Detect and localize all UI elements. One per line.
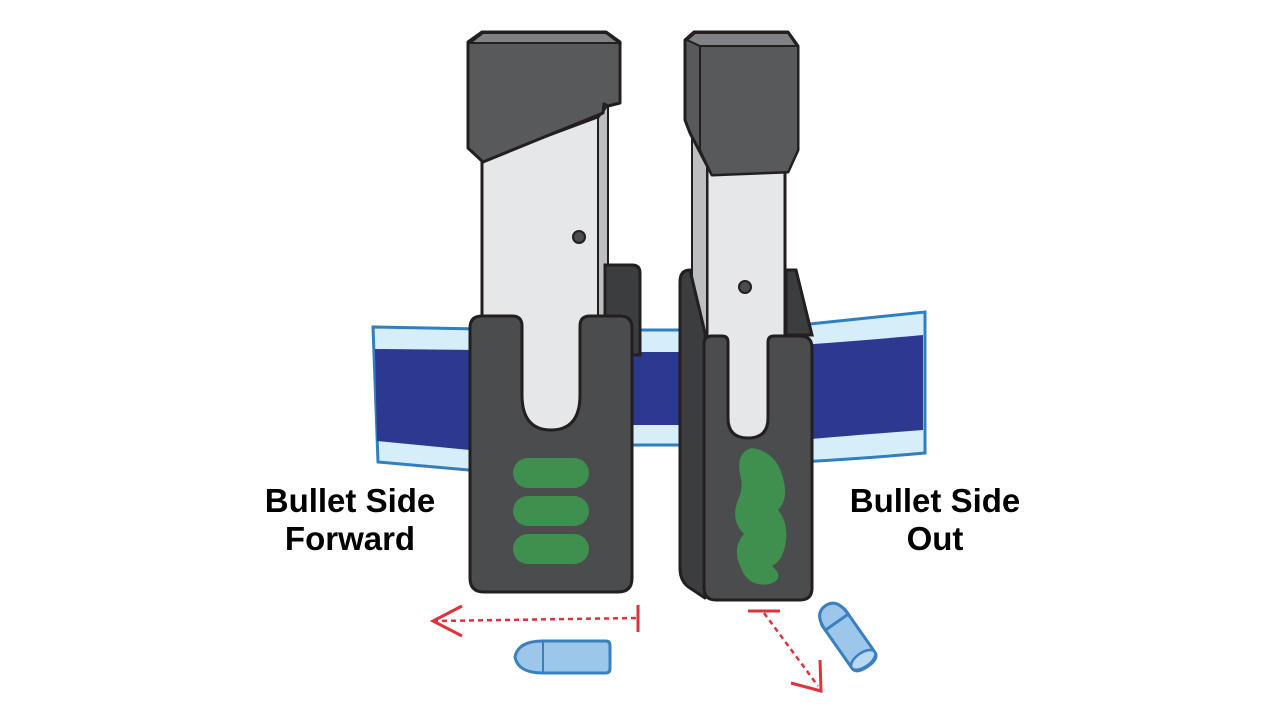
bullet-icon xyxy=(818,601,878,673)
left-arrow-head xyxy=(429,604,463,638)
label-left-line2: Forward xyxy=(284,520,416,557)
label-right-line1: Bullet Side xyxy=(849,482,1021,519)
left-bullet-body xyxy=(513,639,612,675)
arrow-icon xyxy=(435,616,637,623)
right-bullet-tip xyxy=(818,601,851,633)
belt-right-inner xyxy=(800,335,923,440)
right-magazine-rivet xyxy=(738,280,752,294)
label-right-line2: Out xyxy=(906,520,964,557)
label-bullet-side-forward: Bullet Side Forward xyxy=(230,482,470,558)
left-magazine-baseplate-top xyxy=(467,32,622,44)
bullet-icon xyxy=(513,639,612,675)
belt-inner-band xyxy=(375,349,480,451)
grip-stripe xyxy=(513,496,589,526)
grip-stripe xyxy=(513,458,589,488)
left-pouch xyxy=(468,263,642,594)
right-pouch-grip xyxy=(735,448,787,585)
magazine-pouch-icon xyxy=(468,314,634,594)
right-magazine xyxy=(683,30,800,442)
left-arrow xyxy=(429,604,640,638)
right-magazine-baseplate-front xyxy=(699,45,799,177)
belt-middle-inner xyxy=(630,352,690,425)
right-pouch xyxy=(678,268,814,602)
belt xyxy=(371,310,927,473)
right-magazine-baseplate-top xyxy=(685,32,799,47)
right-pouch-side-wall xyxy=(678,268,707,600)
right-arrow xyxy=(748,609,823,693)
grip-stripe xyxy=(513,534,589,564)
right-pouch-back-wall xyxy=(784,268,814,337)
right-bullet-base xyxy=(849,648,877,671)
right-arrow-head xyxy=(790,659,823,693)
left-magazine-rivet xyxy=(572,230,586,244)
left-pouch-grip xyxy=(513,458,589,564)
arrow-icon xyxy=(762,612,820,687)
label-left-line1: Bullet Side xyxy=(264,482,436,519)
label-bullet-side-out: Bullet Side Out xyxy=(815,482,1055,558)
